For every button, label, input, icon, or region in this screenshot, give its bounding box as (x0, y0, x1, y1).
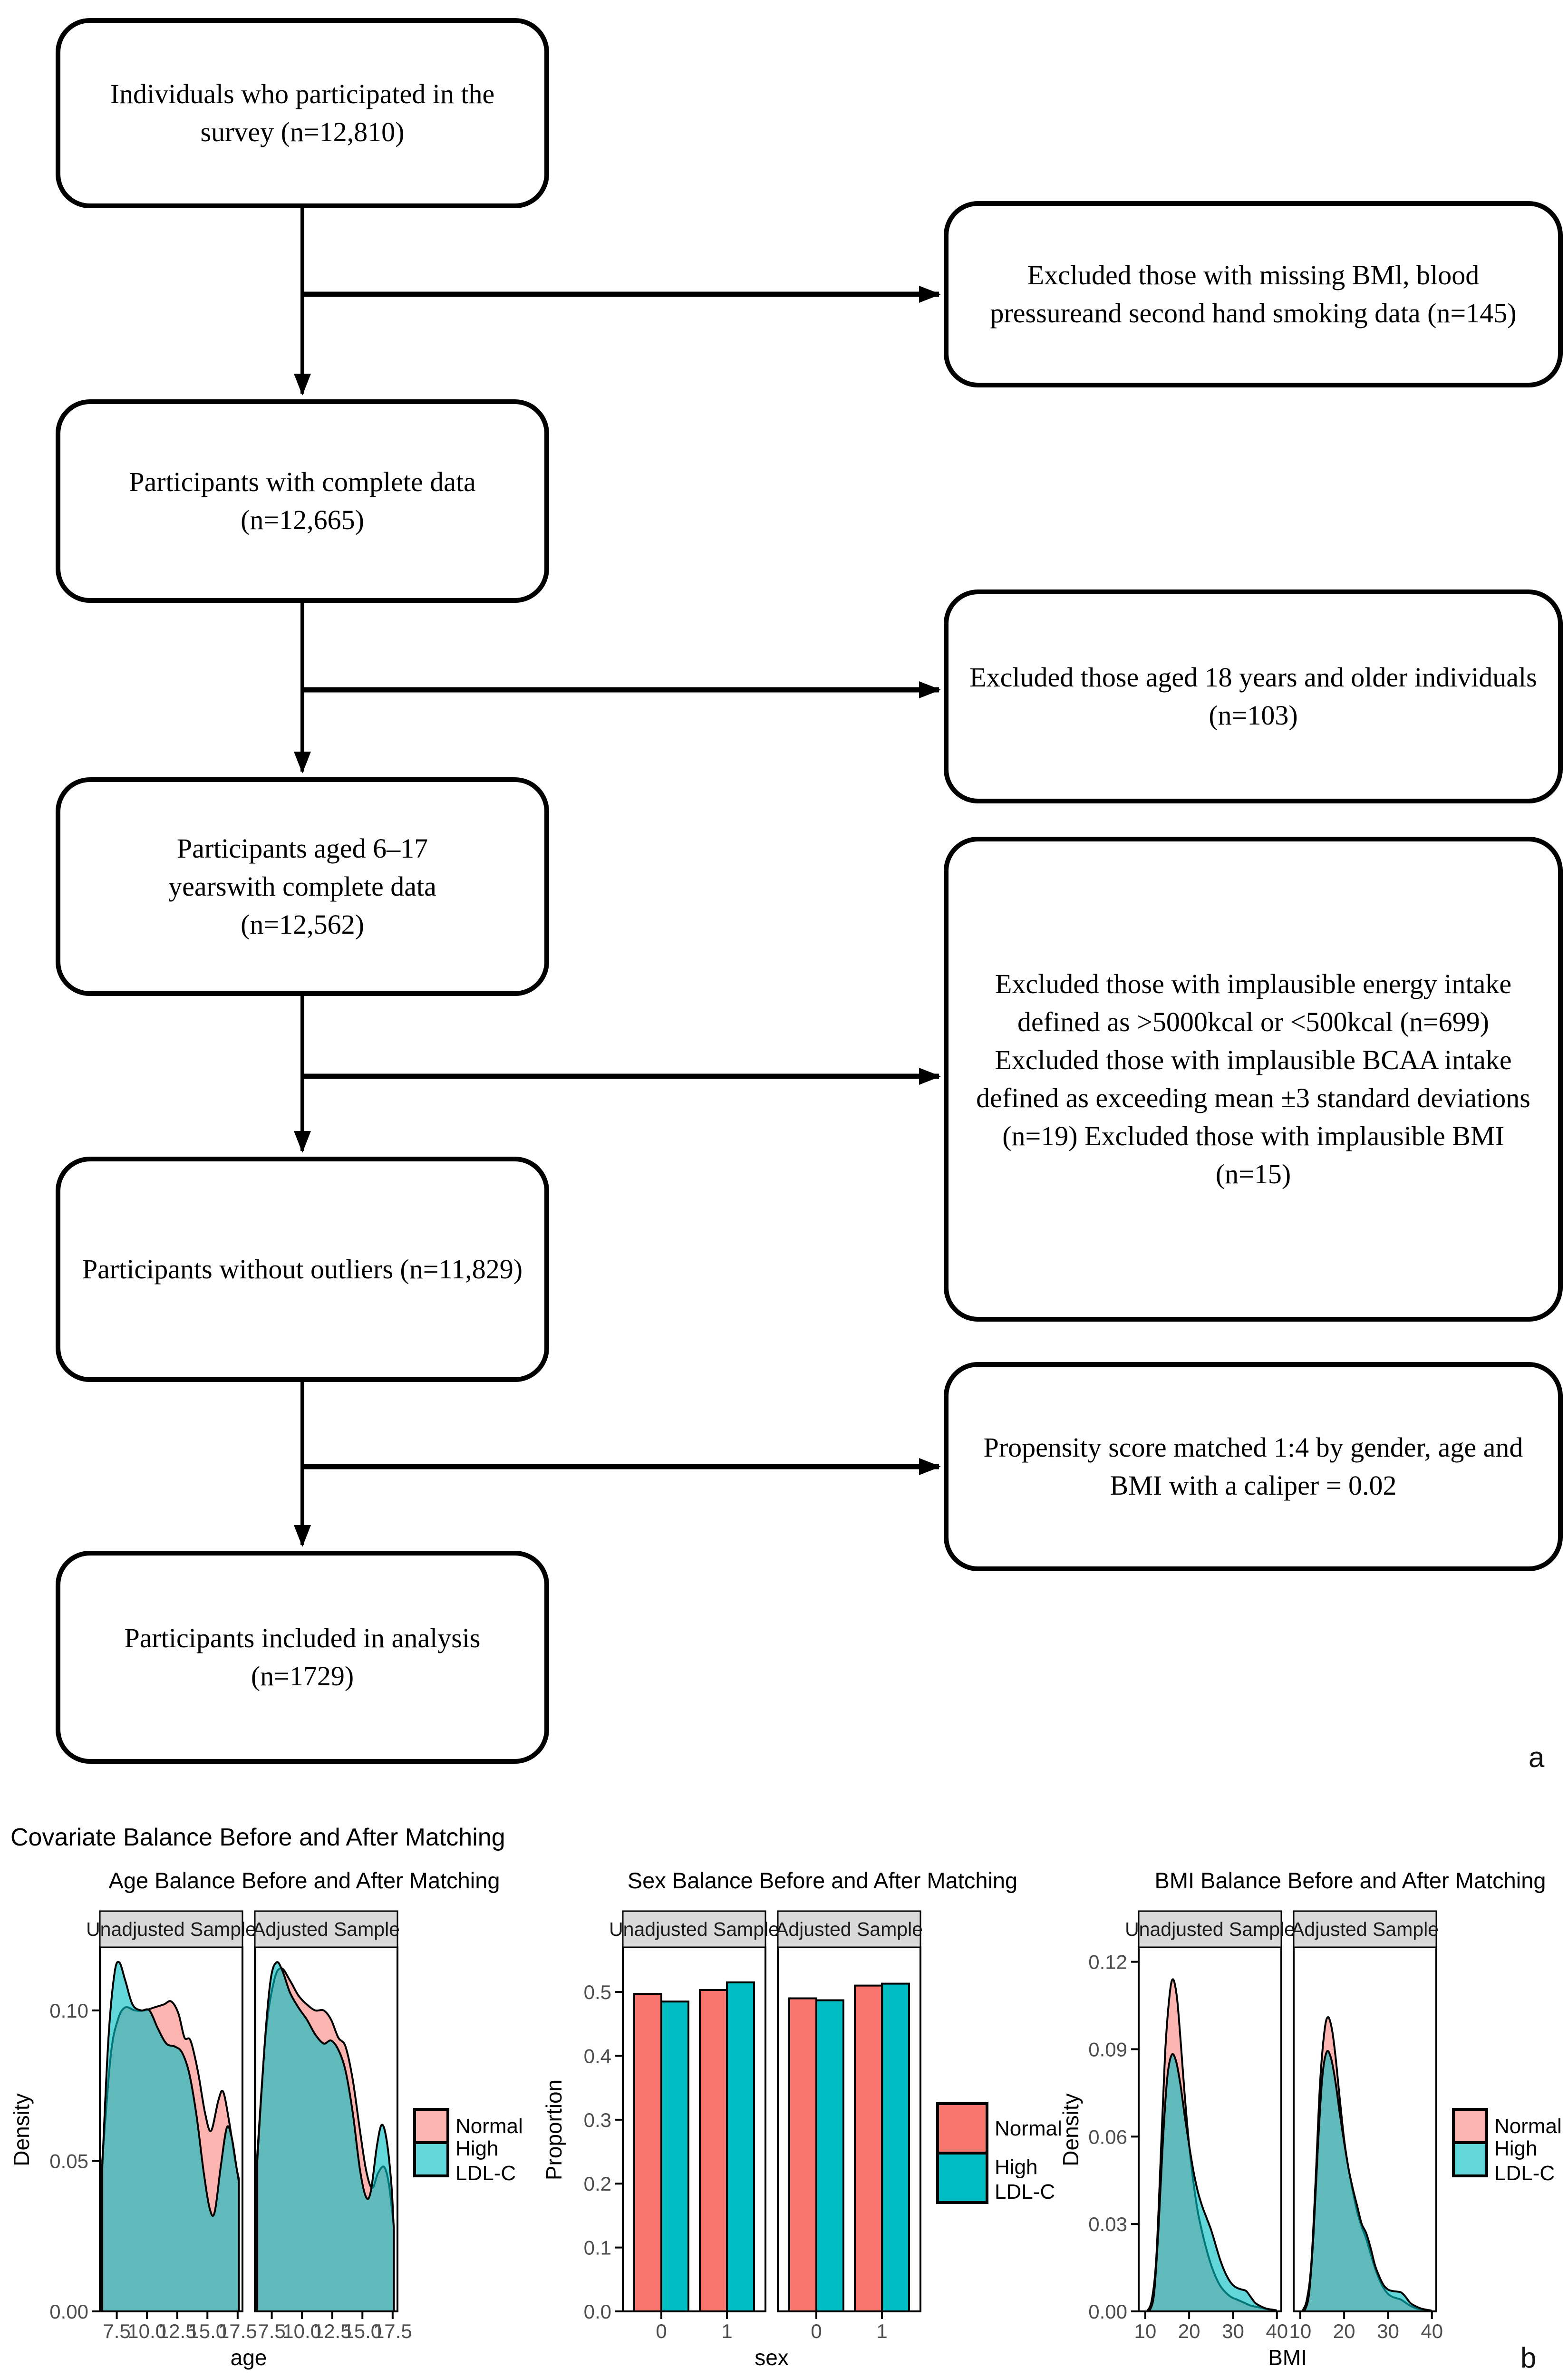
sex-x-tick-label: 1 (721, 2320, 732, 2342)
bmi-y-tick-label: 0.03 (1088, 2213, 1127, 2235)
age-y-tick-label: 0.00 (49, 2300, 88, 2323)
age-x-tick-label: 17.5 (373, 2320, 412, 2342)
sex-y-tick-label: 0.0 (584, 2300, 611, 2323)
bmi-facet-strip (1138, 1910, 1282, 1948)
sex-y-tick-label: 0.5 (584, 1981, 611, 2003)
age-facet-strip (99, 1910, 243, 1948)
age-legend-label-high: High (455, 2137, 499, 2160)
age-legend-key-normal (413, 2108, 449, 2144)
age-x-tick-label: 12.5 (313, 2320, 352, 2342)
bmi-panel-title: BMI Balance Before and After Matching (1154, 1868, 1546, 1893)
flow-box-survey: Individuals who participated in the surv… (56, 18, 549, 208)
bmi-legend-label-high: LDL-C (1494, 2162, 1555, 2185)
bmi-y-tick-label: 0.09 (1088, 2038, 1127, 2060)
flow-box-outliers: Participants without outliers (n=11,829) (56, 1157, 549, 1382)
bmi-x-tick-label: 30 (1222, 2320, 1244, 2342)
age-density-high (101, 1961, 240, 2312)
bmi-x-tick-label: 20 (1333, 2320, 1355, 2342)
age-x-tick-label: 10.0 (127, 2320, 166, 2342)
section-title: Covariate Balance Before and After Match… (10, 1824, 505, 1851)
bmi-x-tick-label: 10 (1289, 2320, 1311, 2342)
sex-y-tick-label: 0.1 (584, 2237, 611, 2259)
sex-facet-strip (622, 1910, 766, 1948)
sex-legend-label-high: High (995, 2155, 1038, 2179)
age-y-tick-label: 0.05 (49, 2150, 88, 2172)
sex-bar-normal (633, 1993, 662, 2312)
bmi-x-tick-label: 20 (1178, 2320, 1200, 2342)
bmi-facet-strip-label: Unadjusted Sample (1125, 1918, 1295, 1940)
age-x-tick-label: 7.5 (103, 2320, 130, 2342)
age-y-tick-label: 0.10 (49, 2000, 88, 2022)
balance-charts: 0.000.050.107.510.012.515.017.5Unadjuste… (49, 1910, 1562, 2342)
bmi-density-high (1304, 2050, 1432, 2312)
age-density-high (256, 1961, 395, 2312)
flow-box-complete: Participants with complete data (n=12,66… (56, 399, 549, 603)
sex-bar-normal (699, 1989, 728, 2313)
age-x-tick-label: 17.5 (218, 2320, 257, 2342)
sex-x-tick-label: 0 (656, 2320, 667, 2342)
sex-bar-normal (788, 1997, 817, 2312)
subfigure-a-label: a (1529, 1741, 1545, 1773)
sex-x-tick-label: 1 (876, 2320, 887, 2342)
flow-box-aged: Participants aged 6–17 yearswith complet… (56, 777, 549, 996)
bmi-legend-label-high: High (1494, 2137, 1538, 2160)
bmi-legend-key-normal (1452, 2108, 1488, 2144)
sex-bar-normal (854, 1984, 883, 2312)
sex-y-tick-label: 0.2 (584, 2173, 611, 2195)
sex-x-axis-title: sex (755, 2345, 789, 2370)
flow-box-excluded-implausible: Excluded those with implausible energy i… (944, 837, 1563, 1322)
flow-box-propensity: Propensity score matched 1:4 by gender, … (944, 1362, 1563, 1571)
sex-panel-title: Sex Balance Before and After Matching (627, 1868, 1018, 1893)
bmi-legend-key-high (1452, 2141, 1488, 2177)
sex-facet-strip-label: Unadjusted Sample (609, 1918, 779, 1940)
sex-bar-high (881, 1982, 910, 2313)
age-x-tick-label: 12.5 (158, 2320, 197, 2342)
sex-facet-strip (777, 1910, 921, 1948)
bmi-x-tick-label: 30 (1377, 2320, 1399, 2342)
bmi-facet-strip-label: Adjusted Sample (1291, 1918, 1439, 1940)
bmi-density-high (1149, 2053, 1277, 2312)
bmi-y-tick-label: 0.00 (1088, 2300, 1127, 2323)
flow-box-excluded-age: Excluded those aged 18 years and older i… (944, 589, 1563, 803)
sex-legend-label-high: LDL-C (995, 2180, 1055, 2203)
age-panel-title: Age Balance Before and After Matching (108, 1868, 500, 1893)
sex-x-tick-label: 0 (811, 2320, 822, 2342)
bmi-y-tick-label: 0.06 (1088, 2126, 1127, 2148)
flow-box-analysis: Participants included in analysis (n=172… (56, 1551, 549, 1764)
bmi-x-axis-title: BMI (1268, 2345, 1307, 2370)
age-x-tick-label: 10.0 (282, 2320, 321, 2342)
age-facet-strip-label: Unadjusted Sample (86, 1918, 256, 1940)
sex-facet-strip-label: Adjusted Sample (775, 1918, 923, 1940)
flow-box-excluded-missing: Excluded those with missing BMl, blood p… (944, 201, 1563, 387)
flowchart-arrows (294, 208, 941, 1547)
sex-y-tick-label: 0.3 (584, 2109, 611, 2131)
bmi-x-tick-label: 40 (1266, 2320, 1288, 2342)
age-legend-label-high: LDL-C (455, 2162, 516, 2185)
bmi-x-tick-label: 10 (1134, 2320, 1156, 2342)
age-legend-label-normal: Normal (455, 2115, 523, 2138)
subfigure-b-label: b (1520, 2342, 1537, 2374)
sex-y-tick-label: 0.4 (584, 2045, 611, 2067)
age-x-tick-label: 7.5 (258, 2320, 285, 2342)
sex-bar-high (660, 2000, 689, 2312)
bmi-facet-strip (1293, 1910, 1437, 1948)
age-x-tick-label: 15.0 (343, 2320, 382, 2342)
age-facet-strip (254, 1910, 398, 1948)
bmi-y-tick-label: 0.12 (1088, 1951, 1127, 1973)
sex-legend-key-high (936, 2152, 988, 2204)
bmi-legend-label-normal: Normal (1494, 2115, 1562, 2138)
age-x-tick-label: 15.0 (188, 2320, 227, 2342)
sex-bar-high (815, 1999, 844, 2312)
age-legend-key-high (413, 2141, 449, 2177)
age-x-axis-title: age (230, 2345, 267, 2370)
sex-bar-high (726, 1981, 755, 2312)
age-facet-strip-label: Adjusted Sample (252, 1918, 400, 1940)
bmi-x-tick-label: 40 (1421, 2320, 1443, 2342)
sex-legend-label-normal: Normal (995, 2117, 1062, 2140)
sex-legend-key-normal (936, 2102, 988, 2155)
